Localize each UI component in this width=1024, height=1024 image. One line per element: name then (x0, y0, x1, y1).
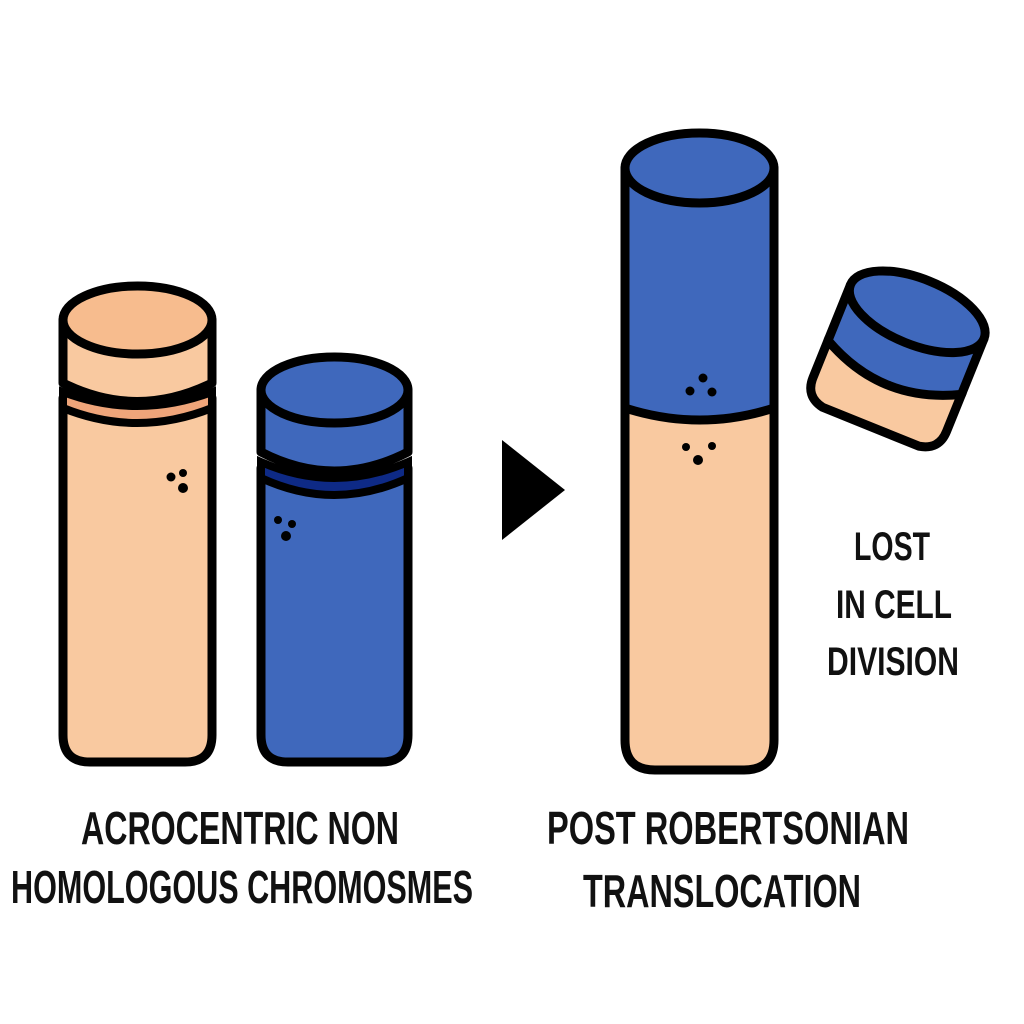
lost-label-line3: DIVISION (827, 640, 959, 684)
fused-robertsonian-chromosome (620, 128, 779, 775)
right-caption-line2: TRANSLOCATION (583, 865, 861, 917)
blue-top-cap (256, 352, 413, 428)
centromere-dot (707, 387, 717, 397)
centromere-dot (685, 386, 695, 396)
centromere-dot (178, 483, 188, 493)
fused-peach-long-arm (620, 400, 779, 775)
centromere-dot (708, 442, 716, 450)
fused-blue-long-arm (620, 163, 779, 425)
centromere-dot (682, 443, 690, 451)
right-caption-line1: POST ROBERTSONIAN (547, 802, 909, 854)
blue-long-arm (256, 463, 413, 767)
centromere-dot (274, 516, 282, 524)
centromere-dot (281, 531, 291, 541)
centromere-dot (179, 469, 187, 477)
triangle-right-arrow-icon (502, 440, 565, 540)
peach-acrocentric-chromosome (58, 281, 217, 767)
blue-acrocentric-chromosome (256, 352, 413, 767)
peach-top-cap (58, 281, 217, 359)
fused-top-cap (620, 128, 779, 208)
left-caption-line1: ACROCENTRIC NON (81, 802, 399, 854)
blue-centromere-band (257, 455, 412, 499)
centromere-dot (166, 472, 176, 482)
left-caption-line2: HOMOLOGOUS CHROMOSMES (11, 861, 473, 913)
peach-centromere-band (59, 386, 216, 427)
peach-long-arm (58, 393, 217, 767)
lost-label-line2: IN CELL (836, 583, 952, 627)
fragment-top-cap (844, 266, 990, 358)
centromere-dot (693, 455, 703, 465)
lost-label-line1: LOST (854, 525, 930, 569)
lost-short-arm-fragment (806, 266, 990, 452)
centromere-dot (288, 520, 296, 528)
centromere-dot (698, 373, 708, 383)
